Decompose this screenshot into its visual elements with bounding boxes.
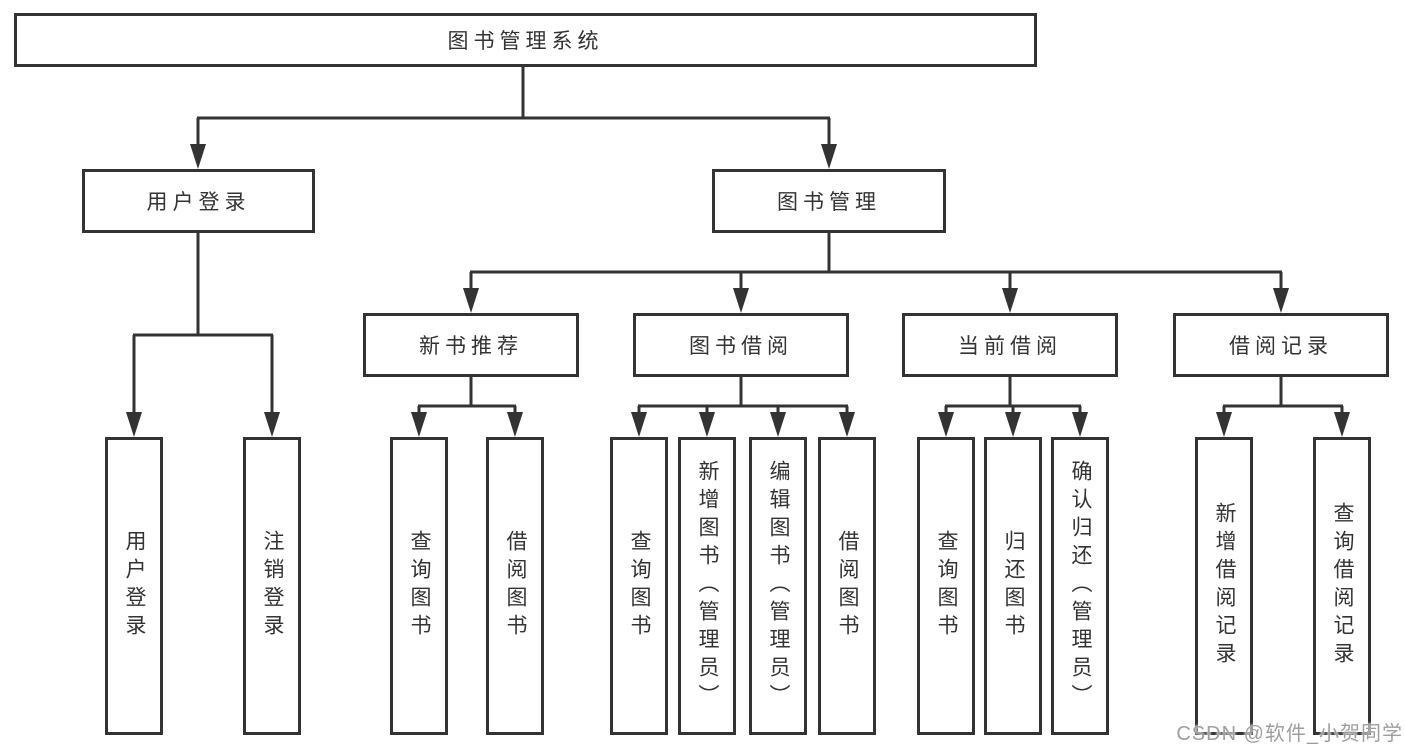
arrowhead-down-icon xyxy=(821,144,837,169)
arrowhead-down-icon xyxy=(264,412,280,437)
arrowhead-down-icon xyxy=(1002,288,1018,313)
leaf-return-book: 归还图书 xyxy=(984,437,1042,735)
arrowhead-down-icon xyxy=(411,412,427,437)
arrowhead-down-icon xyxy=(463,288,479,313)
arrowhead-down-icon xyxy=(126,412,142,437)
leaf-query-borrow-record: 查询借阅记录 xyxy=(1313,437,1371,735)
arrowhead-down-icon xyxy=(938,412,954,437)
node-current-borrowing: 当前借阅 xyxy=(902,313,1118,377)
node-book-management: 图书管理 xyxy=(712,169,946,233)
node-user-login: 用户登录 xyxy=(82,169,315,233)
leaf-user-login: 用户登录 xyxy=(105,437,163,735)
node-system-root: 图书管理系统 xyxy=(14,13,1037,67)
leaf-query-books-borrowing: 查询图书 xyxy=(610,437,668,735)
node-borrowing-records: 借阅记录 xyxy=(1173,313,1389,377)
arrowhead-down-icon xyxy=(507,412,523,437)
leaf-borrow-books-borrowing: 借阅图书 xyxy=(818,437,876,735)
arrowhead-down-icon xyxy=(1334,412,1350,437)
arrowhead-down-icon xyxy=(1005,412,1021,437)
arrowhead-down-icon xyxy=(839,412,855,437)
node-new-book-recommendation: 新书推荐 xyxy=(363,313,579,377)
leaf-add-book-admin: 新增图书（管理员） xyxy=(678,437,736,735)
arrowhead-down-icon xyxy=(1216,412,1232,437)
arrowhead-down-icon xyxy=(770,412,786,437)
arrowhead-down-icon xyxy=(631,412,647,437)
leaf-edit-book-admin: 编辑图书（管理员） xyxy=(749,437,807,735)
arrowhead-down-icon xyxy=(733,288,749,313)
leaf-borrow-books-recommend: 借阅图书 xyxy=(486,437,544,735)
watermark: CSDN @软件_小贺同学 xyxy=(1176,723,1403,745)
leaf-confirm-return-admin: 确认归还（管理员） xyxy=(1051,437,1109,735)
arrowhead-down-icon xyxy=(1072,412,1088,437)
leaf-query-books-recommend: 查询图书 xyxy=(390,437,448,735)
node-book-borrowing: 图书借阅 xyxy=(633,313,849,377)
leaf-add-borrow-record: 新增借阅记录 xyxy=(1195,437,1253,735)
leaf-logout: 注销登录 xyxy=(243,437,301,735)
leaf-query-books-current: 查询图书 xyxy=(917,437,975,735)
arrowhead-down-icon xyxy=(1273,288,1289,313)
arrowhead-down-icon xyxy=(699,412,715,437)
arrowhead-down-icon xyxy=(190,144,206,169)
